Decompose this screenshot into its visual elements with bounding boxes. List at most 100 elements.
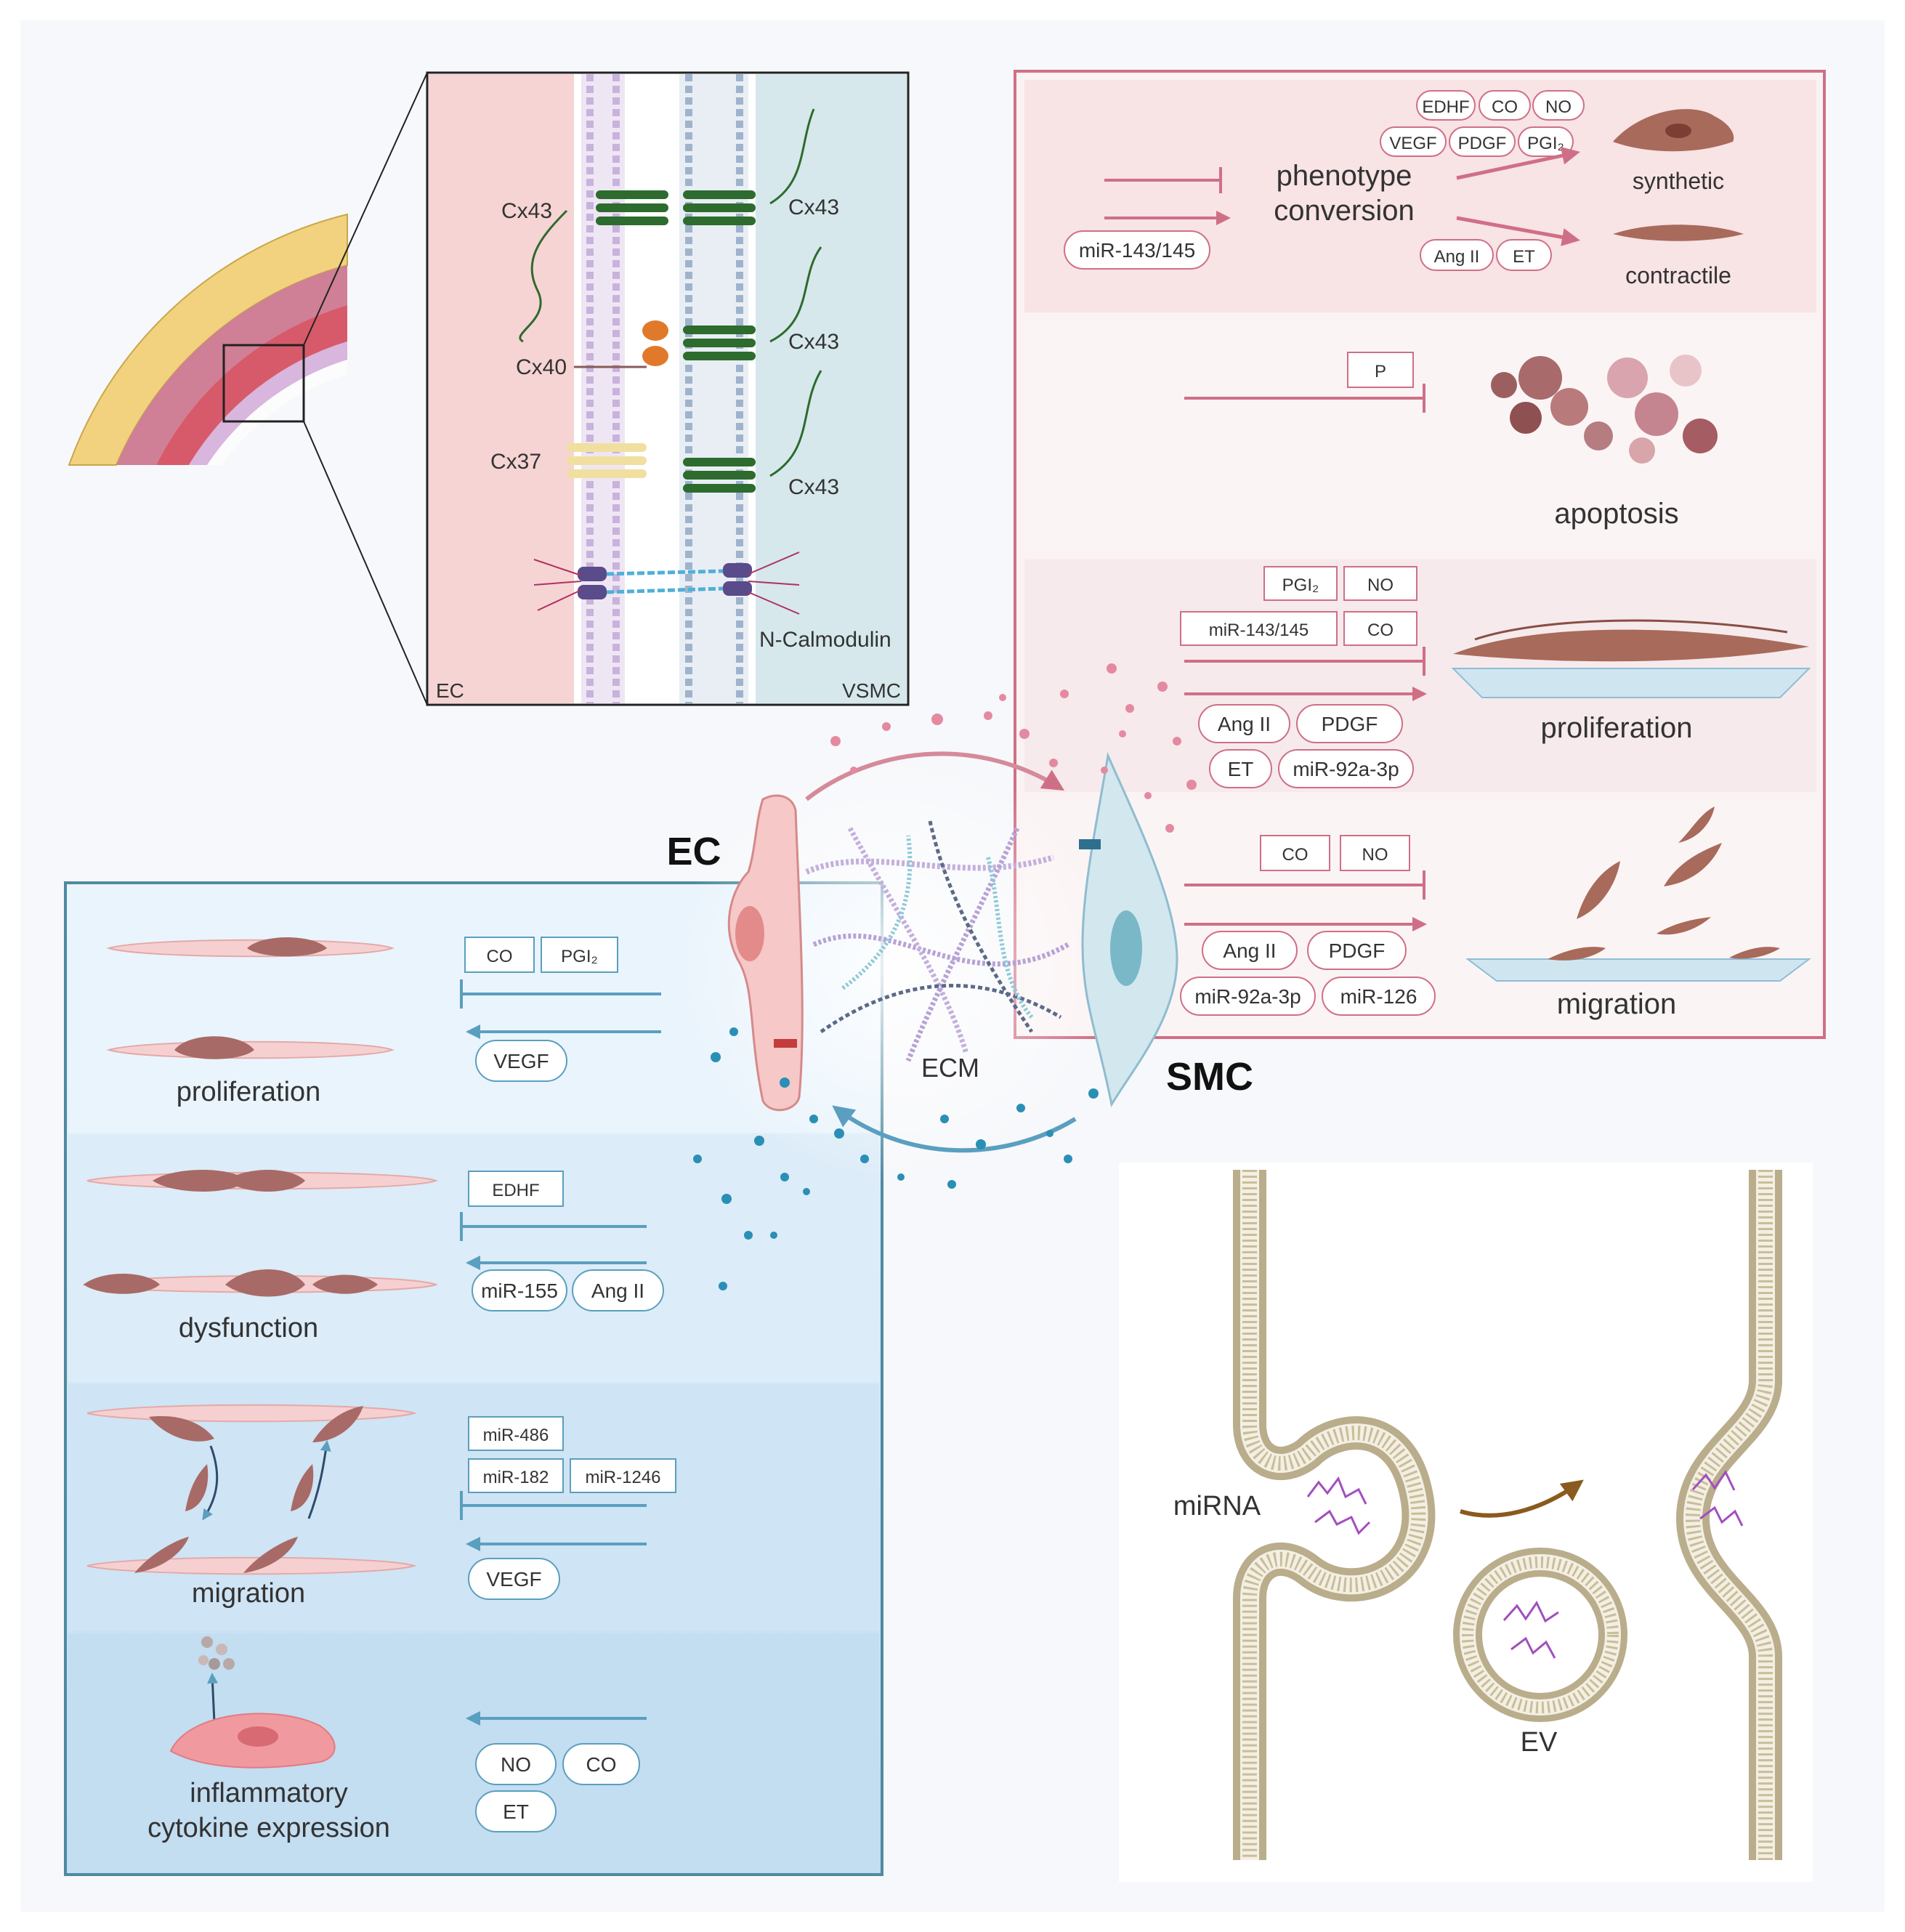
smc-migrating-cells <box>1465 807 1811 982</box>
ecm-label: ECM <box>921 1053 979 1083</box>
mirna-label: miRNA <box>1173 1491 1261 1521</box>
ec-membrane <box>581 74 625 703</box>
secreted-particle <box>729 1027 738 1036</box>
zoom-box <box>222 344 305 423</box>
cx37-label: Cx37 <box>490 450 541 474</box>
vsmc-side-label: VSMC <box>842 679 901 702</box>
factor-tag-label: ET <box>503 1800 529 1823</box>
smc-proliferation-layers <box>1451 619 1811 698</box>
ec-dysfunction-inhibitor-tags: EDHF <box>468 1171 564 1207</box>
factor-tag-box <box>1263 566 1338 601</box>
ec-proliferation-cells <box>106 937 395 1059</box>
factor-tag-box <box>472 1269 567 1311</box>
secreted-particle <box>744 1231 753 1240</box>
secreted-particle <box>1088 1088 1099 1099</box>
smc-membrane <box>679 74 748 703</box>
factor-tag-label: NO <box>1362 845 1388 865</box>
factor-tag-box <box>475 1790 557 1832</box>
factor-tag-box <box>468 1171 564 1207</box>
secreted-particle <box>711 1052 721 1062</box>
factor-tag-box <box>464 937 535 973</box>
factor-tag-box <box>570 1458 676 1493</box>
secreted-particle <box>834 1128 844 1139</box>
secreted-particle <box>693 1155 702 1163</box>
ec-nucleus <box>735 906 764 961</box>
ec-to-smc-arrow <box>805 751 1065 801</box>
secreted-particle <box>1125 704 1134 713</box>
cytokine-expression-label: cytokine expression <box>147 1813 390 1843</box>
factor-tag-label: miR-143/145 <box>1209 621 1309 640</box>
secreted-particle <box>931 714 943 725</box>
artery-cross-section <box>68 72 428 706</box>
secreted-particle <box>897 1173 905 1181</box>
secreted-particle <box>976 1139 986 1149</box>
secreted-particle <box>1060 690 1069 698</box>
factor-tag-box <box>1343 566 1417 601</box>
factor-tag-label: PDGF <box>1458 134 1507 153</box>
secreted-particle <box>754 1136 764 1146</box>
ev-transfer-arrow <box>1460 1479 1584 1518</box>
factor-tag-box <box>1532 90 1585 121</box>
secreted-particle <box>1019 729 1030 739</box>
factor-tag-box <box>562 1743 640 1785</box>
factor-tag-box <box>572 1269 664 1311</box>
ec-dysfunction-cells <box>83 1170 438 1297</box>
factor-tag-label: miR-92a-3p <box>1194 985 1301 1008</box>
n-calmodulin-label: N-Calmodulin <box>759 628 891 652</box>
secreted-particle <box>1016 1104 1025 1112</box>
contractile-label: contractile <box>1625 262 1731 288</box>
factor-tag-label: EDHF <box>492 1181 539 1200</box>
factor-tag-label: Ang II <box>591 1280 644 1302</box>
factor-tag-box <box>1420 239 1494 271</box>
factor-tag-label: P <box>1375 362 1386 381</box>
factor-tag-label: CO <box>1367 621 1394 640</box>
factor-tag-box <box>468 1558 560 1600</box>
factor-tag-box <box>1307 931 1407 970</box>
factor-tag-box <box>1416 90 1476 121</box>
factor-tag-label: miR-1246 <box>585 1468 660 1487</box>
junction-detail: Cx43 Cx43 Cx43 Cx43 Cx40 Cx37 N-Calmodul… <box>426 71 910 706</box>
factor-tag-label: CO <box>1492 97 1518 117</box>
factor-tag-label: EDHF <box>1422 97 1469 117</box>
factor-tag-box <box>1202 931 1298 970</box>
factor-tag-box <box>1347 352 1414 388</box>
factor-tag-label: VEGF <box>1389 134 1436 153</box>
factor-tag-label: PGI₂ <box>1282 575 1319 595</box>
contractile-cell <box>1613 225 1744 241</box>
factor-tag-label: miR-486 <box>483 1426 549 1445</box>
secreted-particle <box>850 767 857 774</box>
secreted-particle <box>1144 792 1152 799</box>
factor-tag-label: CO <box>586 1753 617 1776</box>
factor-tag-box <box>475 1040 567 1082</box>
factor-tag-box <box>468 1458 564 1493</box>
factor-tag-box <box>1278 749 1414 788</box>
inflamed-ec-cell <box>169 1636 336 1769</box>
ec-dysfunction-label: dysfunction <box>179 1313 318 1343</box>
factor-tag-label: NO <box>501 1753 531 1776</box>
conversion-title: conversion <box>1274 195 1414 227</box>
factor-tag-label: CO <box>1282 845 1309 865</box>
factor-tag-box <box>1496 239 1552 271</box>
factor-tag-label: PGI₂ <box>561 947 598 966</box>
ec-side-label: EC <box>436 679 464 702</box>
factor-tag-label: PGI₂ <box>1527 134 1564 153</box>
cx37-cx43-connexon <box>567 370 822 493</box>
secreted-particle <box>809 1115 818 1123</box>
factor-tag-label: VEGF <box>493 1050 549 1072</box>
phenotype-title: phenotype <box>1277 160 1412 192</box>
secreted-particle <box>1186 780 1197 790</box>
factor-tag-label: VEGF <box>486 1568 541 1591</box>
ecm-fibers <box>805 820 1069 1062</box>
cx43-label: Cx43 <box>788 330 839 354</box>
secreted-particle <box>780 1078 790 1088</box>
secreted-particle <box>1165 824 1174 833</box>
smc-panel: miR-143/145 phenotype conversion EDHF CO N… <box>1014 70 1826 1039</box>
factor-tag-label: NO <box>1367 575 1394 595</box>
factor-tag-box <box>468 1416 564 1451</box>
